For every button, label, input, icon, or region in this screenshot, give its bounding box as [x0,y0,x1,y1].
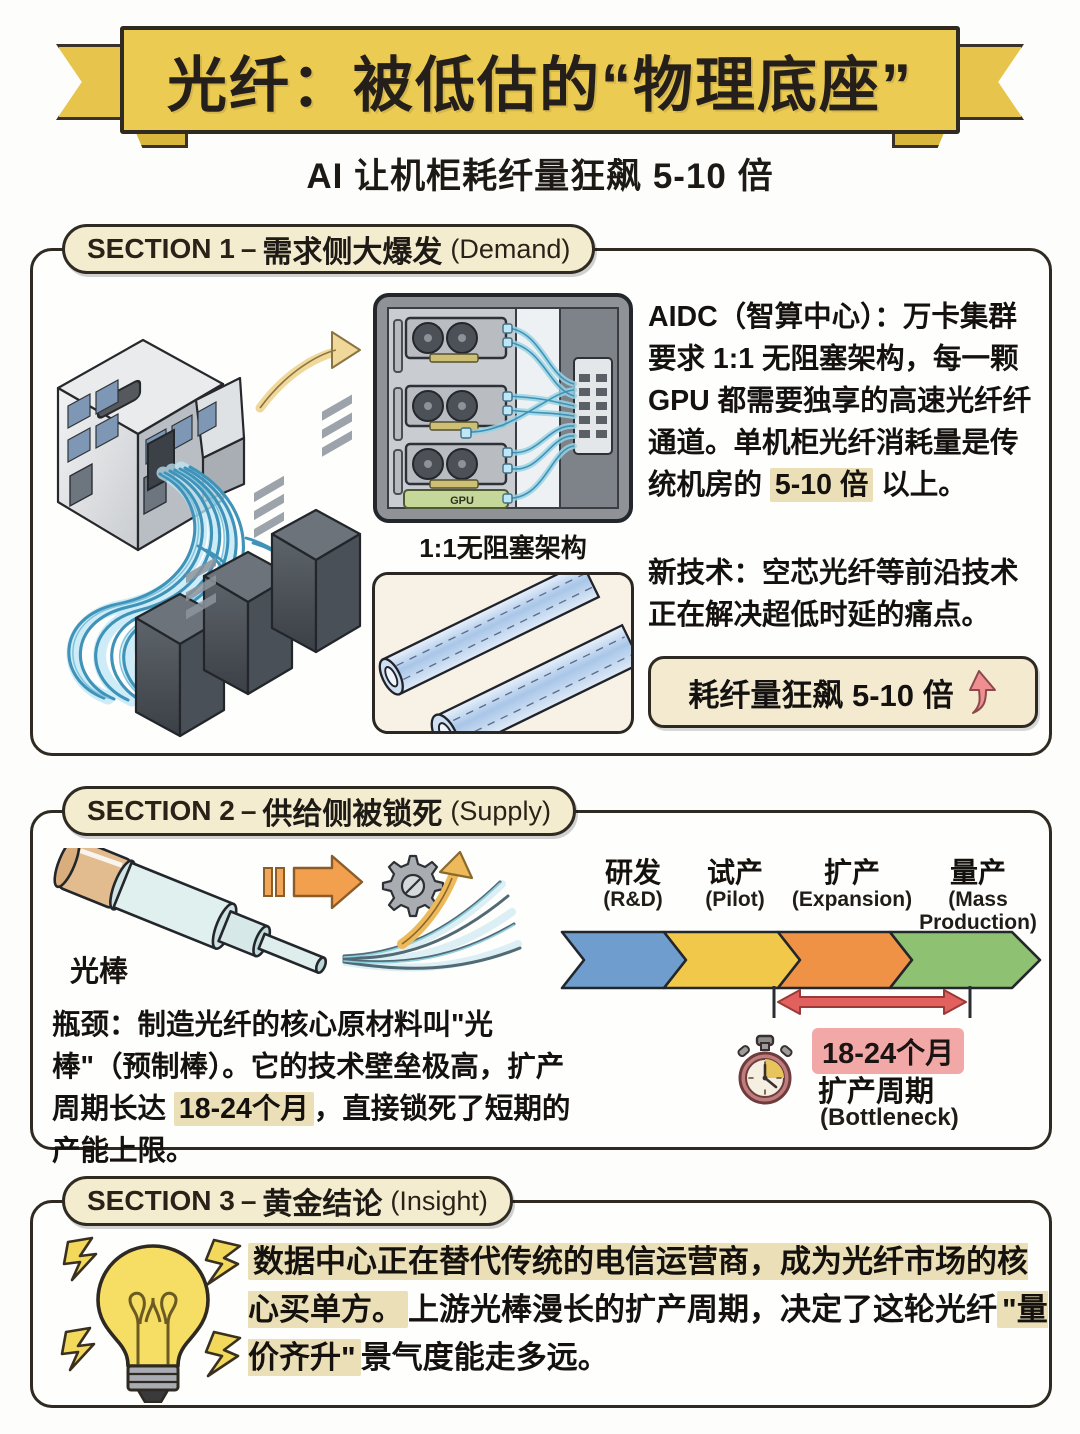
bottleneck-highlight: 18-24个月 [173,1092,314,1126]
aidc-body-1: 万卡集群要求 1:1 无阻塞架构，每一颗 GPU 都需要独享的高速光纤纤通道。单… [648,301,1032,501]
chain-label-mass: 量产 (Mass Production) [916,857,1040,935]
section-2-label: SECTION 2 [87,795,235,826]
title-banner: 光纤：被低估的“物理底座” [0,18,1080,148]
ribbon-body: 光纤：被低估的“物理底座” [120,26,960,134]
section-2-title-en: (Supply) [450,795,551,826]
months-value: 18-24个月 [822,1038,955,1070]
aidc-lead: AIDC（智算中心）： [648,301,903,333]
bottleneck-en-label: (Bottleneck) [820,1104,959,1131]
section-3-label: SECTION 3 [87,1185,235,1216]
chain-cn-pilot: 试产 [706,857,763,888]
page-subtitle: AI 让机柜耗纤量狂飙 5-10 倍 [306,157,774,196]
switch-panel [573,357,613,455]
chain-cn-mass: 量产 [949,857,1006,888]
insight-mid: 上游光棒漫长的扩产周期，决定了这轮光纤 [408,1292,997,1327]
bottleneck-lead: 瓶颈： [52,1009,138,1041]
gear-icon [381,854,445,918]
newtech-lead: 新技术： [648,557,763,589]
chevron-mass [888,930,1042,990]
section-header-supply: SECTION 2 – 供给侧被锁死 (Supply) [62,786,576,836]
bottleneck-paragraph: 瓶颈：制造光纤的核心原材料叫"光棒"（预制棒）。它的技术壁垒极高，扩产周期长达 … [52,1004,592,1172]
page-title: 光纤：被低估的“物理底座” [167,51,913,119]
chevron-pilot [662,930,802,990]
rack-nonblocking-illustration: GPU [373,293,633,523]
chain-en-expansion: (Expansion) [791,888,913,911]
months-badge: 18-24个月 [812,1028,965,1074]
lightbulb-icon [60,1236,242,1403]
section-2-title-cn: 供给侧被锁死 [262,798,443,831]
flow-arrow-icon [255,331,361,413]
boost-text: 耗纤量狂飙 5-10 倍 [688,677,954,713]
gpu-bar: GPU [403,489,509,509]
chain-label-expansion: 扩产 (Expansion) [782,857,922,912]
newtech-body: 空芯光纤等前沿技术正在解决超低时延的痛点。 [648,557,1019,631]
section-3-dash: – [240,1185,257,1216]
process-chain-chevrons [560,930,1042,990]
fiber-boost-callout: 耗纤量狂飙 5-10 倍 [648,656,1038,728]
cycle-label: 扩产周期 [818,1076,935,1108]
insight-tail: 景气度能走多远。 [360,1340,609,1375]
bottleneck-body-1: 制造光纤的核心原材料叫"光棒"（预制棒）。它的技术壁垒极高，扩产周期长达 [52,1009,565,1125]
section-3-title-cn: 黄金结论 [262,1188,383,1221]
section-3-title-en: (Insight) [390,1185,488,1216]
section-1-title-en: (Demand) [450,233,571,264]
preform-rod-label: 光棒 [70,956,129,988]
chain-en-mass: (Mass Production) [919,888,1037,934]
growth-swoosh-icon [397,850,474,949]
insight-paragraph: 数据中心正在替代传统的电信运营商，成为光纤市场的核心买单方。上游光棒漫长的扩产周… [248,1238,1048,1382]
newtech-paragraph: 新技术：空芯光纤等前沿技术正在解决超低时延的痛点。 [648,552,1040,636]
datacenter-illustration [56,331,362,738]
bottleneck-span-arrow [772,986,972,1018]
chain-label-rnd: 研发 (R&D) [578,857,688,912]
stopwatch-icon [737,1034,793,1105]
spark-icon [60,1236,242,1378]
chain-en-rnd: (R&D) [603,888,663,911]
preform-rod-illustration [53,848,522,975]
chain-cn-rnd: 研发 [604,857,661,888]
aidc-highlight: 5-10 倍 [769,468,874,502]
chevron-rnd [560,930,688,990]
section-2-dash: – [240,795,257,826]
rack-caption: 1:1无阻塞架构 [419,533,587,563]
chain-cn-expansion: 扩产 [823,857,880,888]
section-1-dash: – [240,233,257,264]
aidc-body-2: 以上。 [873,469,967,501]
section-1-label: SECTION 1 [87,233,235,264]
process-arrow-icon [263,854,364,910]
chain-label-pilot: 试产 (Pilot) [680,857,790,912]
hollow-core-fiber-illustration [372,572,634,734]
section-header-demand: SECTION 1 – 需求侧大爆发 (Demand) [62,224,596,274]
svg-text:GPU: GPU [450,495,474,507]
aidc-paragraph: AIDC（智算中心）：万卡集群要求 1:1 无阻塞架构，每一颗 GPU 都需要独… [648,296,1040,506]
chain-en-pilot: (Pilot) [705,888,765,911]
up-arrow-icon [968,670,996,714]
bottleneck-body-2: ，直接锁死了短期的产能上限。 [52,1093,571,1167]
section-header-insight: SECTION 3 – 黄金结论 (Insight) [62,1176,513,1226]
process-chain-labels: 研发 (R&D) 试产 (Pilot) 扩产 (Expansion) 量产 (M… [560,857,1042,935]
section-1-title-cn: 需求侧大爆发 [262,236,443,269]
